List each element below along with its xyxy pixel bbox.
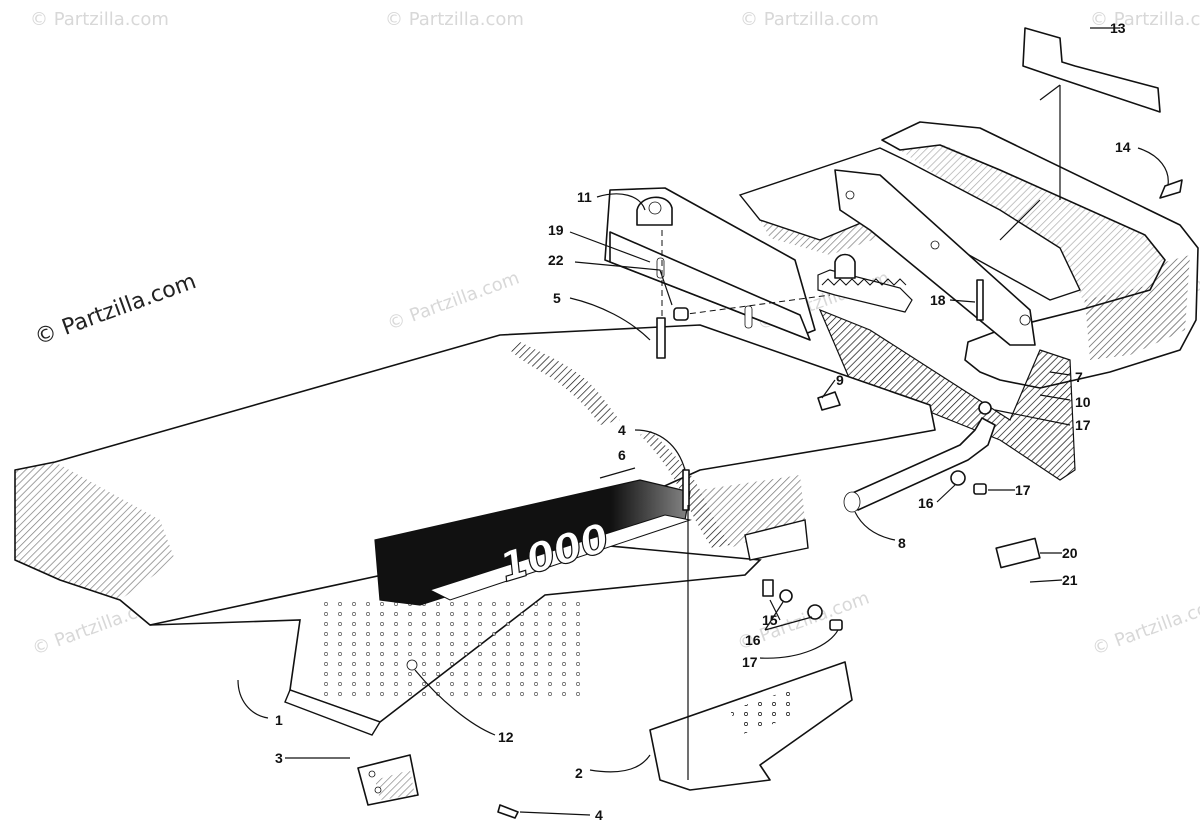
callout-10: 10 (1075, 394, 1091, 410)
part-3-plate (357, 754, 419, 806)
callout-17: 17 (742, 654, 758, 670)
callout-12: 12 (498, 729, 514, 745)
callout-13: 13 (1110, 20, 1126, 36)
callout-14: 14 (1115, 139, 1131, 155)
watermark-text: © Partzilla.com (740, 9, 879, 30)
callout-22: 22 (548, 252, 564, 268)
callout-16: 16 (745, 632, 761, 648)
part-1-tunnel (14, 324, 936, 736)
callout-20: 20 (1062, 545, 1078, 561)
callout-2: 2 (575, 765, 583, 781)
part-8-tube (843, 417, 996, 513)
callout-19: 19 (548, 222, 564, 238)
callout-16: 16 (918, 495, 934, 511)
leader-lines (237, 27, 1169, 816)
callout-5: 5 (553, 290, 561, 306)
callout-6: 6 (618, 447, 626, 463)
watermark-text: © Partzilla.com (385, 267, 523, 334)
watermark-text: © Partzilla.com (30, 9, 169, 30)
part-13-flap (1022, 27, 1161, 113)
watermark-text: © Partzilla.com (385, 9, 524, 30)
callout-4: 4 (618, 422, 626, 438)
callout-9: 9 (836, 372, 844, 388)
callout-7: 7 (1075, 369, 1083, 385)
watermark-text: © Partzilla.com (1090, 592, 1200, 659)
callout-4: 4 (595, 807, 603, 823)
fasteners (406, 179, 1183, 819)
callout-15: 15 (762, 612, 778, 628)
callout-17: 17 (1015, 482, 1031, 498)
part-19-rail (604, 187, 831, 341)
watermark-text: © Partzilla.com (1090, 9, 1200, 30)
part-2-bracket (649, 661, 853, 791)
part-10-bracket (817, 169, 1076, 481)
callout-8: 8 (898, 535, 906, 551)
callout-21: 21 (1062, 572, 1078, 588)
callout-1: 1 (275, 712, 283, 728)
callout-3: 3 (275, 750, 283, 766)
callout-labels: 1 2 3 4 4 5 6 7 8 9 10 11 12 13 14 15 16… (275, 20, 1131, 823)
callout-18: 18 (930, 292, 946, 308)
callout-17: 17 (1075, 417, 1091, 433)
watermark-main: © Partzilla.com (32, 269, 200, 351)
callout-11: 11 (577, 189, 592, 205)
